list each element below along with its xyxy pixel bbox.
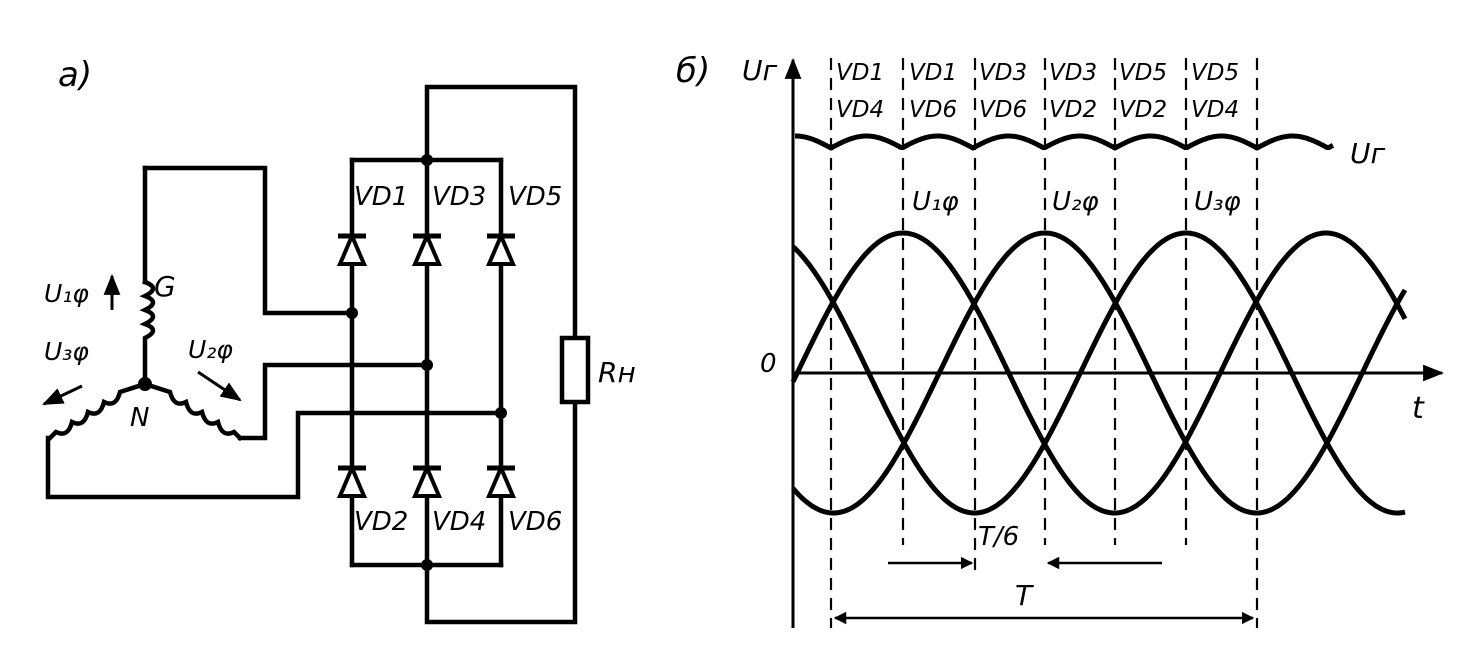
y-axis-label: Uг — [742, 54, 777, 87]
label-vd6: VD6 — [508, 507, 562, 537]
phase-1-wire — [142, 165, 355, 316]
interval-2-top: VD1 — [909, 60, 957, 86]
label-vd1: VD1 — [354, 182, 408, 212]
interval-labels: VD1 VD4 VD1 VD6 VD3 VD6 VD3 VD2 VD5 VD2 … — [836, 60, 1239, 123]
interval-5-top: VD5 — [1119, 60, 1167, 86]
interval-3-top: VD3 — [979, 60, 1027, 86]
circuit-wires — [45, 84, 578, 625]
u3-arrow — [42, 384, 83, 406]
x-axis-label: t — [1412, 391, 1425, 426]
rectified-voltage-wave — [794, 133, 1335, 151]
interval-2-bottom: VD6 — [909, 97, 957, 123]
rectified-label: Uг — [1350, 137, 1385, 170]
label-u3-wave: U₃φ — [1194, 187, 1241, 217]
label-u2-wave: U₂φ — [1052, 187, 1099, 217]
load-resistor — [559, 335, 591, 405]
winding-2-coil — [142, 381, 244, 442]
phase-2-wave — [791, 230, 1408, 516]
interval-4-bottom: VD2 — [1049, 97, 1097, 123]
generator-windings — [46, 165, 244, 442]
winding-1-coil — [139, 279, 156, 387]
label-vd2: VD2 — [354, 507, 408, 537]
interval-3-bottom: VD6 — [979, 97, 1027, 123]
diode-vd3-symbol — [411, 230, 443, 266]
diode-vd6-symbol — [485, 462, 517, 498]
label-generator: G — [154, 270, 176, 303]
circuit-diagram: а) — [42, 55, 636, 625]
phase-2-wire — [237, 362, 430, 441]
diodes-top — [336, 230, 517, 266]
diode-vd2-symbol — [336, 462, 368, 498]
waveform-diagram: б) Uг t 0 VD1 VD4 VD1 VD6 VD3 VD6 VD3 VD… — [676, 51, 1445, 628]
interval-5-bottom: VD2 — [1119, 97, 1167, 123]
diode-vd1-symbol — [336, 230, 368, 266]
winding-3-coil — [46, 381, 148, 442]
interval-6-bottom: VD4 — [1191, 97, 1239, 123]
label-u2-phase: U₂φ — [188, 335, 233, 364]
label-t-sixth: T/6 — [978, 522, 1019, 552]
interval-6-top: VD5 — [1191, 60, 1239, 86]
origin-label: 0 — [760, 349, 777, 379]
interval-4-top: VD3 — [1049, 60, 1097, 86]
panel-a-label: а) — [58, 55, 92, 95]
phase-3-wave — [791, 230, 1406, 516]
phase-1-wave — [790, 230, 1408, 516]
interval-1-bottom: VD4 — [836, 97, 884, 123]
load-top-wire — [424, 84, 578, 341]
u2-arrow — [197, 370, 242, 402]
label-vd5: VD5 — [508, 182, 562, 212]
label-vd4: VD4 — [432, 507, 486, 537]
label-u3-phase: U₃φ — [44, 337, 89, 366]
diodes-bottom — [336, 462, 517, 498]
label-u1-phase: U₁φ — [44, 279, 89, 308]
label-period: T — [1015, 579, 1034, 612]
phase-3-wire — [45, 410, 504, 500]
diode-vd4-symbol — [411, 462, 443, 498]
interval-1-top: VD1 — [836, 60, 884, 86]
label-load: Rн — [598, 356, 636, 389]
load-bottom-wire — [424, 399, 578, 625]
diode-vd5-symbol — [485, 230, 517, 266]
label-u1-wave: U₁φ — [912, 187, 959, 217]
panel-b-label: б) — [676, 51, 710, 91]
neutral-node — [138, 377, 152, 391]
label-vd3: VD3 — [432, 182, 486, 212]
label-neutral: N — [130, 403, 149, 433]
